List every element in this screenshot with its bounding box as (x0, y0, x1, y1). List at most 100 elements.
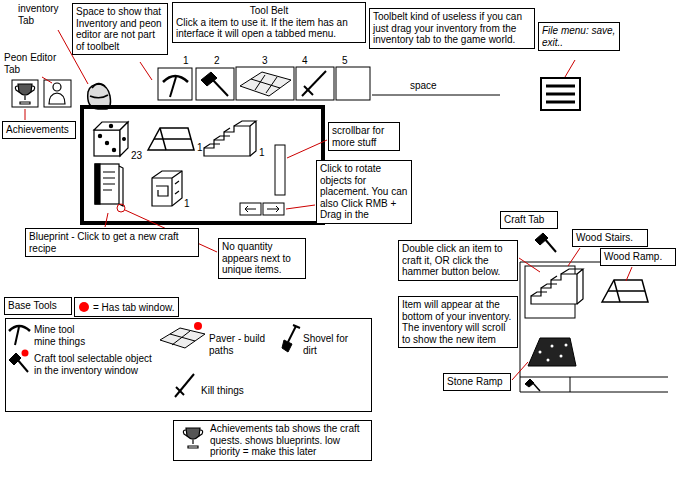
slot-number: 4 (302, 55, 308, 67)
blueprint-icon (152, 171, 182, 206)
slot-number: 5 (342, 55, 348, 67)
inventory-panel (82, 107, 323, 223)
callout-box: Blueprint - Click to get a new craft rec… (25, 228, 199, 257)
box-text: Blueprint - Click to get a new craft rec… (29, 231, 195, 254)
trophy-icon (18, 84, 32, 95)
shovel-icon (282, 325, 300, 352)
trophy-icon (186, 428, 200, 439)
note-box: Toolbelt kind of useless if you can just… (369, 8, 535, 49)
toolbelt-slot (196, 68, 234, 100)
slot-number: 1 (183, 55, 189, 67)
blueprint-icon (152, 171, 182, 206)
sword-icon (175, 374, 194, 397)
shovel-icon (293, 325, 300, 328)
legend-text: = Has tab window. (93, 302, 174, 313)
stone-ramp-icon (547, 359, 550, 362)
legend-swatch (79, 302, 89, 312)
tab-label: inventory Tab (18, 3, 68, 26)
blueprint-icon (152, 171, 182, 206)
box-text: Achievements (6, 124, 72, 136)
box-text: Space to show that Inventory and peon ed… (76, 6, 164, 52)
file-menu-icon (541, 78, 580, 110)
trophy-icon (188, 440, 198, 448)
rotate-button (267, 206, 279, 212)
stairs-icon (561, 269, 583, 304)
box-text: Item will appear at the bottom of your i… (402, 299, 514, 345)
dice-icon (120, 122, 128, 156)
paver-icon (170, 331, 195, 345)
box-text: Wood Ramp. (604, 251, 672, 263)
space-line (372, 95, 500, 96)
stone-ramp-icon (560, 355, 563, 358)
peon-icon (49, 83, 65, 104)
tab-label: Peon Editor Tab (4, 52, 70, 75)
hammer-icon (212, 79, 228, 96)
stairs-icon (204, 128, 230, 148)
scrollbar (275, 145, 285, 195)
box-text: Stone Ramp (447, 376, 507, 388)
box-heading: Tool Belt (176, 5, 362, 17)
blueprint-icon (156, 181, 179, 196)
trophy-icon (183, 430, 202, 436)
callout-box: Wood Stairs. (572, 229, 648, 247)
leader-line (42, 77, 52, 83)
paver-icon (251, 75, 280, 93)
toolbelt-slot (296, 67, 334, 100)
leader-line (565, 60, 575, 77)
box-text: No quantity appears next to unique items… (222, 241, 302, 276)
box-text: scrollbar for more stuff (332, 125, 396, 148)
box-text: Paver - build paths (209, 333, 275, 356)
stone-ramp-icon (565, 344, 568, 347)
box-text: Double click an item to craft it, OR cli… (402, 243, 514, 278)
box-text: Wood Stairs. (576, 232, 644, 244)
box-text: Craft tool selectable object in the inve… (34, 353, 154, 376)
book-icon (95, 164, 100, 204)
stone-ramp-icon (528, 338, 576, 366)
stairs-icon (531, 276, 557, 296)
space-line (372, 95, 500, 96)
ramp-icon (602, 280, 648, 302)
callout-box: Double click an item to craft it, OR cli… (398, 240, 518, 281)
tools-box: Mine tool mine thingsPaver - build paths… (5, 318, 372, 412)
ramp-icon (602, 280, 648, 302)
box-text: Base Tools (8, 300, 68, 312)
box-text: File menu: save, exit.. (542, 25, 616, 48)
leader-line (140, 62, 152, 80)
tab-label-box: Achievements (2, 121, 76, 139)
inventory-panel (82, 107, 323, 223)
box-text: Toolbelt kind of useless if you can just… (373, 11, 531, 46)
peon-icon (49, 93, 65, 104)
book-icon (103, 172, 115, 190)
shovel-icon (282, 340, 292, 352)
book-icon (95, 164, 123, 206)
trophy-icon (20, 96, 30, 104)
ramp-icon (608, 280, 645, 302)
pick-icon (15, 327, 19, 345)
dice-icon (94, 122, 128, 156)
toolbelt-slot (158, 67, 370, 100)
box-text: Click to rotate objects for placement. Y… (320, 163, 408, 221)
leader-line (25, 30, 632, 380)
dice-icon (105, 141, 108, 144)
rotate-button (263, 203, 284, 215)
box-text: Shovel for dirt (303, 333, 349, 356)
trophy-icon (15, 86, 34, 92)
trophy-icon (15, 84, 34, 104)
sword-icon (302, 71, 326, 96)
stone-ramp-icon (551, 345, 554, 348)
toolbelt-slot (236, 67, 294, 100)
note-box: Achievements tab shows the craft quests.… (173, 420, 372, 461)
leader-line (626, 267, 632, 281)
stone-ramp-icon (528, 338, 576, 366)
box-text: Kill things (201, 385, 263, 397)
tab-label-box: Craft Tab (500, 211, 558, 229)
sword-icon (176, 387, 184, 395)
slot-number: 2 (214, 55, 220, 67)
callout-box: Click to rotate objects for placement. Y… (316, 160, 412, 224)
toolbelt-slot (336, 67, 370, 100)
craft-panel (520, 262, 668, 392)
ramp-icon (154, 128, 191, 150)
dice-icon (109, 124, 112, 127)
hammer-icon (532, 382, 540, 391)
tab-icon-frame (12, 80, 38, 107)
